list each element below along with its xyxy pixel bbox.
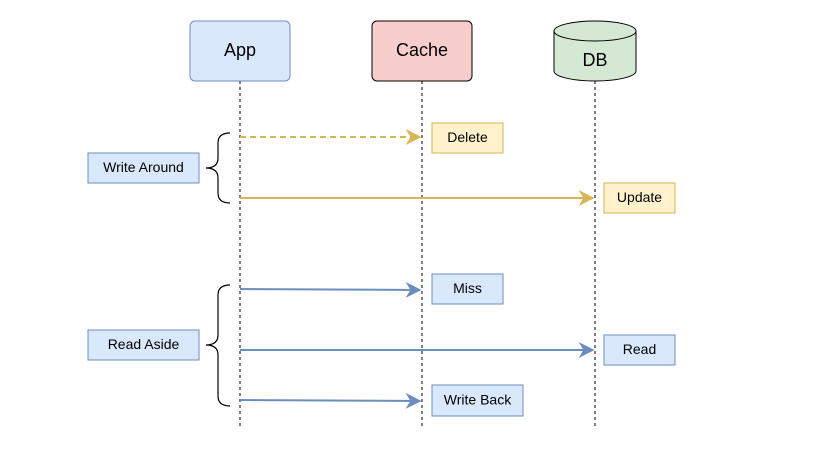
read-note[interactable]: Read <box>603 334 676 366</box>
update-note[interactable]: Update <box>603 182 676 214</box>
delete-label: Delete <box>447 129 488 145</box>
delete-note[interactable]: Delete <box>431 122 504 154</box>
miss-arrow <box>239 281 422 298</box>
cache-participant[interactable]: Cache <box>371 20 473 82</box>
write-back-note[interactable]: Write Back <box>431 384 524 417</box>
write-around-label: Write Around <box>103 159 184 175</box>
miss-label: Miss <box>453 280 482 296</box>
read-aside-label: Read Aside <box>108 336 180 352</box>
write-back-label: Write Back <box>444 392 512 408</box>
read-aside-box[interactable] <box>87 329 200 361</box>
read-aside-group: Read Aside <box>87 284 231 407</box>
write-around-brace <box>205 132 231 204</box>
update-label: Update <box>617 189 662 205</box>
miss-note[interactable]: Miss <box>431 273 504 305</box>
read-label: Read <box>623 341 656 357</box>
read-aside-brace <box>205 284 231 407</box>
cache-label: Cache <box>396 40 448 60</box>
db-label: DB <box>582 50 607 70</box>
write-back-arrow <box>239 392 422 409</box>
db-participant[interactable]: DB <box>553 20 637 82</box>
app-label: App <box>224 40 256 60</box>
write-around-group: Write Around <box>87 132 231 204</box>
write-around-box[interactable] <box>87 152 200 184</box>
app-participant[interactable]: App <box>189 20 291 82</box>
